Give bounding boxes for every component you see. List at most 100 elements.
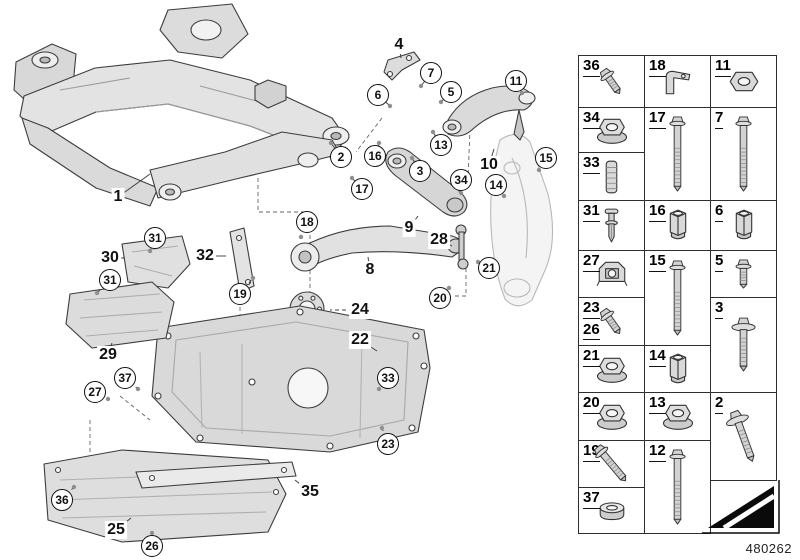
callout-21[interactable]: 21 bbox=[478, 257, 500, 279]
collar-nut-icon bbox=[667, 209, 689, 242]
fastener-cell-11[interactable]: 11 bbox=[710, 55, 777, 108]
part-number-21: 21 bbox=[583, 347, 600, 367]
callout-23[interactable]: 23 bbox=[377, 433, 399, 455]
bolt-s-icon bbox=[595, 64, 628, 99]
callout-13[interactable]: 13 bbox=[430, 134, 452, 156]
callout-19[interactable]: 19 bbox=[229, 283, 251, 305]
bolt-l-icon bbox=[668, 116, 687, 192]
callout-5[interactable]: 5 bbox=[440, 81, 462, 103]
bolt-m-icon bbox=[589, 440, 633, 487]
callout-15[interactable]: 15 bbox=[535, 147, 557, 169]
washer-bolt-icon bbox=[731, 317, 756, 373]
part-number-labels: 15 bbox=[649, 252, 666, 272]
callout-29[interactable]: 29 bbox=[97, 346, 119, 364]
callout-31[interactable]: 31 bbox=[144, 227, 166, 249]
stabilizer-link bbox=[455, 224, 469, 270]
part-number-26: 26 bbox=[583, 321, 600, 340]
callout-26[interactable]: 26 bbox=[141, 535, 163, 557]
fastener-cell-12[interactable]: 12 bbox=[644, 440, 711, 534]
fastener-cell-5[interactable]: 5 bbox=[710, 250, 777, 298]
part-number-labels: 6 bbox=[715, 202, 724, 222]
fastener-cell-18[interactable]: 18 bbox=[644, 55, 711, 108]
part-number-6: 6 bbox=[715, 202, 724, 222]
callout-3[interactable]: 3 bbox=[409, 160, 431, 182]
callout-30[interactable]: 30 bbox=[99, 249, 121, 267]
heat-shield-upper bbox=[121, 235, 191, 289]
callout-6[interactable]: 6 bbox=[367, 84, 389, 106]
callout-11[interactable]: 11 bbox=[505, 70, 527, 92]
callout-34[interactable]: 34 bbox=[450, 169, 472, 191]
callout-10[interactable]: 10 bbox=[478, 156, 500, 174]
callout-31-2[interactable]: 31 bbox=[99, 269, 121, 291]
callout-20[interactable]: 20 bbox=[429, 287, 451, 309]
callout-17[interactable]: 17 bbox=[351, 178, 373, 200]
callout-27[interactable]: 27 bbox=[84, 381, 106, 403]
fastener-cell-31[interactable]: 31 bbox=[578, 200, 645, 251]
front-axle-support bbox=[13, 3, 350, 207]
fastener-cell-3[interactable]: 3 bbox=[710, 297, 777, 393]
fastener-cell-16[interactable]: 16 bbox=[644, 200, 711, 251]
callout-4[interactable]: 4 bbox=[392, 36, 406, 54]
part-number-labels: 7 bbox=[715, 109, 724, 129]
fastener-cell-36[interactable]: 36 bbox=[578, 55, 645, 108]
part-number-12: 12 bbox=[649, 442, 666, 462]
callout-28[interactable]: 28 bbox=[428, 231, 450, 249]
part-number-34: 34 bbox=[583, 109, 600, 129]
fastener-cell-21[interactable]: 21 bbox=[578, 345, 645, 393]
part-number-27: 27 bbox=[583, 252, 600, 272]
fastener-cell-13[interactable]: 13 bbox=[644, 392, 711, 441]
callout-9[interactable]: 9 bbox=[402, 219, 416, 237]
collar-nut-icon bbox=[733, 209, 755, 242]
part-number-labels: 36 bbox=[583, 57, 600, 77]
part-number-13: 13 bbox=[649, 394, 666, 414]
part-number-18: 18 bbox=[649, 57, 666, 77]
fastener-cell-2[interactable]: 2 bbox=[710, 392, 777, 481]
tension-strut bbox=[385, 147, 468, 217]
part-number-labels: 16 bbox=[649, 202, 666, 222]
callout-1[interactable]: 1 bbox=[111, 188, 125, 206]
fastener-cell-33[interactable]: 33 bbox=[578, 152, 645, 201]
part-number-labels: 18 bbox=[649, 57, 666, 77]
callout-36[interactable]: 36 bbox=[51, 489, 73, 511]
part-number-labels: 34 bbox=[583, 109, 600, 129]
part-number-labels: 3 bbox=[715, 299, 724, 319]
callout-8[interactable]: 8 bbox=[363, 261, 377, 279]
part-number-labels: 37 bbox=[583, 489, 600, 509]
part-number-19: 19 bbox=[583, 442, 600, 462]
fastener-cell-15[interactable]: 15 bbox=[644, 250, 711, 346]
part-number-labels: 21 bbox=[583, 347, 600, 367]
callout-16[interactable]: 16 bbox=[364, 145, 386, 167]
callout-32[interactable]: 32 bbox=[194, 247, 216, 265]
fastener-cell-20[interactable]: 20 bbox=[578, 392, 645, 441]
collar-nut-icon bbox=[667, 353, 689, 386]
wheel-carrier-ghost bbox=[490, 133, 554, 307]
fastener-cell-7[interactable]: 7 bbox=[710, 107, 777, 201]
part-number-5: 5 bbox=[715, 252, 724, 272]
callout-18[interactable]: 18 bbox=[296, 211, 318, 233]
fastener-cell-27[interactable]: 27 bbox=[578, 250, 645, 298]
callout-37[interactable]: 37 bbox=[114, 367, 136, 389]
bolt-s-icon bbox=[734, 259, 753, 289]
fastener-cell-6[interactable]: 6 bbox=[710, 200, 777, 251]
callout-33[interactable]: 33 bbox=[377, 367, 399, 389]
fastener-cell-34[interactable]: 34 bbox=[578, 107, 645, 153]
callout-35[interactable]: 35 bbox=[299, 483, 321, 501]
callout-14[interactable]: 14 bbox=[485, 174, 507, 196]
bolt-l-icon bbox=[668, 449, 687, 525]
callout-7[interactable]: 7 bbox=[420, 62, 442, 84]
callout-22[interactable]: 22 bbox=[349, 331, 371, 349]
part-number-labels: 5 bbox=[715, 252, 724, 272]
fastener-cell-14[interactable]: 14 bbox=[644, 345, 711, 393]
callout-24[interactable]: 24 bbox=[349, 301, 371, 319]
callout-25[interactable]: 25 bbox=[105, 521, 127, 539]
fastener-cell-17[interactable]: 17 bbox=[644, 107, 711, 201]
rivet-icon bbox=[602, 207, 621, 245]
fastener-cell-19[interactable]: 19 bbox=[578, 440, 645, 488]
fastener-cell-37[interactable]: 37 bbox=[578, 487, 645, 534]
callout-2[interactable]: 2 bbox=[330, 146, 352, 168]
sleeve-icon bbox=[603, 158, 620, 196]
part-number-14: 14 bbox=[649, 347, 666, 367]
